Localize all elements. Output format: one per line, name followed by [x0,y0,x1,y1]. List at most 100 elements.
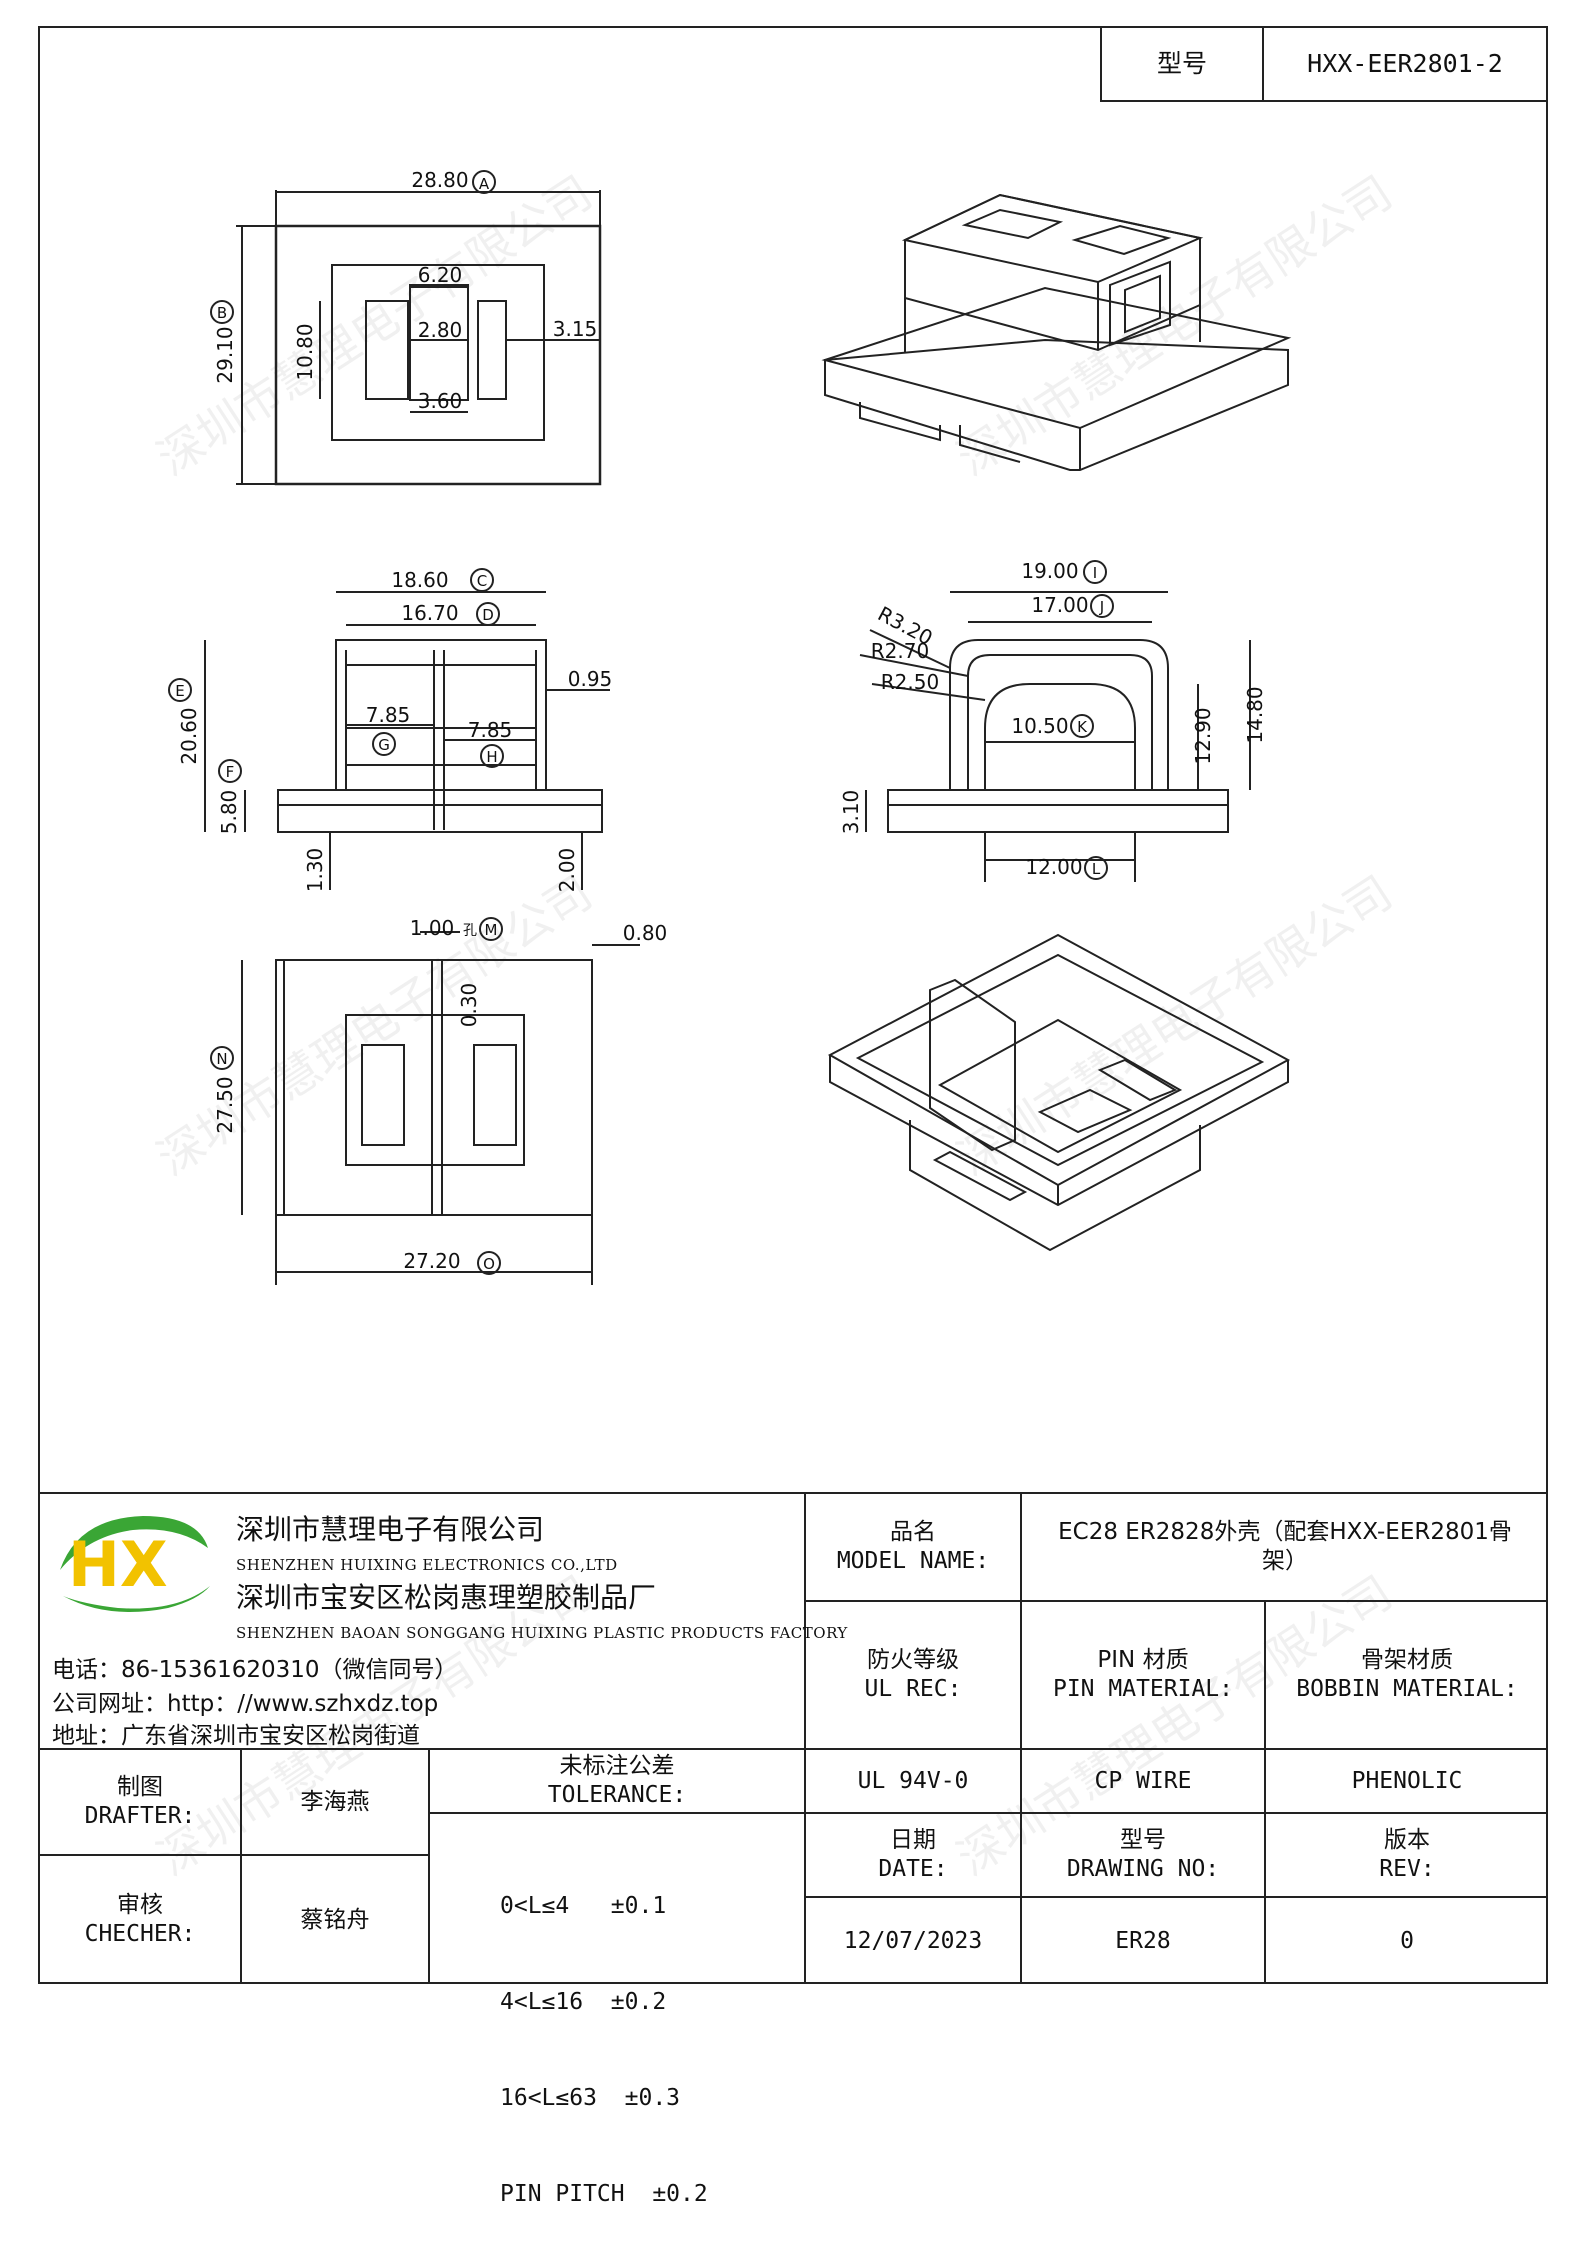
dim-080: 0.80 [623,921,668,945]
dim-inner-mid: 2.80 [418,318,463,342]
company-name-en: SHENZHEN HUIXING ELECTRONICS CO.,LTD [236,1556,618,1574]
dim-1290: 12.90 [1191,707,1215,764]
dim-h-label: H [486,748,497,766]
dim-030: 0.30 [457,983,481,1028]
pin-material-en: PIN MATERIAL: [1052,1676,1233,1702]
dim-circle-h [480,744,504,768]
dim-k-text: 10.50 [1011,714,1068,738]
dim-g-text: 7.85 [366,703,411,727]
dim-inner-bottom: 3.60 [418,389,463,413]
dim-k-label: K [1077,718,1088,736]
side-view [859,591,1251,882]
factory-name-cn: 深圳市宝安区松岗惠理塑胶制品厂 [236,1581,657,1614]
dim-h-text: 7.85 [468,718,513,742]
dim-n-text: 27.50 [213,1076,237,1133]
company-name-cn: 深圳市慧理电子有限公司 [236,1513,545,1546]
technical-drawings: 28.80 A 29.10 B 6.20 2.80 10.80 3.60 3.1… [168,168,1292,1285]
dim-circle-f [218,759,242,783]
dim-130: 1.30 [303,848,327,893]
pin-material-cn: PIN 材质 [1097,1647,1189,1674]
checker-label: 审核 CHECHER: [40,1856,240,1984]
tolerance-item: PIN PITCH ±0.2 [500,2181,708,2207]
dim-g-label: G [378,736,390,754]
dim-f-text: 5.80 [217,790,241,835]
ul-rec-label: 防火等级 UL REC: [806,1602,1020,1748]
tolerance-item: 0<L≤4 ±0.1 [500,1893,667,1919]
pin-material-label: PIN 材质 PIN MATERIAL: [1022,1602,1264,1748]
dim-c-text: 18.60 [391,568,448,592]
pin-material-value: CP WIRE [1094,1767,1192,1794]
dim-circle-k [1070,714,1094,738]
front-view [204,591,610,890]
top-view [236,190,602,486]
dim-o-label: O [483,1255,495,1273]
rev-label: 版本 REV: [1266,1814,1548,1896]
company-logo: HX [48,1508,218,1623]
dim-circle-d [476,602,500,626]
dim-circle-c [470,568,494,592]
dim-310: 3.10 [839,790,863,835]
dim-b-text: 29.10 [213,326,237,383]
dim-l-text: 12.00 [1025,855,1082,879]
dim-circle-a [472,170,496,194]
ul-rec-cn: 防火等级 [867,1647,959,1674]
tolerance-item: 4<L≤16 ±0.2 [500,1989,667,2015]
dim-f-label: F [226,763,235,781]
dim-right: 3.15 [553,317,598,341]
dim-circle-b [210,300,234,324]
dim-1480: 14.80 [1243,686,1267,743]
date-cn: 日期 [890,1827,936,1854]
tolerance-en: TOLERANCE: [547,1782,687,1808]
drawing-no-label: 型号 DRAWING NO: [1022,1814,1264,1896]
drafter-label: 制图 DRAFTER: [40,1750,240,1854]
dim-o-text: 27.20 [403,1249,460,1273]
drafter-en: DRAFTER: [84,1803,196,1829]
tolerance-label: 未标注公差 TOLERANCE: [430,1750,804,1812]
dim-circle-o [477,1251,501,1275]
website: 公司网址：http：//www.szhxdz.top [52,1691,439,1717]
dim-r2: R2.70 [871,639,929,663]
drawing-no-cn: 型号 [1120,1827,1166,1854]
dim-m-suffix: 孔 [463,923,477,939]
dim-j-text: 17.00 [1031,593,1088,617]
drawing-frame [38,26,1548,1984]
date-en: DATE: [878,1856,948,1882]
bobbin-material-en: BOBBIN MATERIAL: [1296,1676,1518,1702]
checker-en: CHECHER: [84,1921,196,1947]
dim-c-label: C [477,572,487,590]
dim-r3: R2.50 [881,670,939,694]
dim-n-label: N [216,1050,227,1068]
factory-name-en: SHENZHEN BAOAN SONGGANG HUIXING PLASTIC … [236,1624,848,1642]
dim-circle-e [168,678,192,702]
ul-rec-value: UL 94V-0 [857,1767,969,1794]
isometric-top-view [821,193,1292,471]
bottom-view [241,931,640,1285]
dim-m-label: M [485,921,498,939]
ul-rec-en: UL REC: [864,1676,962,1702]
dim-i-label: I [1093,564,1097,582]
model-name-value: EC28 ER2828外壳（配套HXX-EER2801骨架） [1058,1519,1512,1574]
model-name-label: 品名 MODEL NAME: [806,1494,1020,1600]
dim-095: 0.95 [568,667,613,691]
dim-a-label: A [479,175,490,193]
address: 地址：广东省深圳市宝安区松岗街道 [52,1723,420,1749]
dim-l-label: L [1092,860,1101,878]
dim-j-label: J [1099,598,1104,616]
checker-name: 蔡铭舟 [300,1906,370,1933]
drawing-no-value: ER28 [1115,1927,1171,1954]
rev-value: 0 [1400,1927,1414,1954]
dim-circle-l [1084,856,1108,880]
phone: 电话：86-15361620310（微信同号） [52,1657,458,1683]
dim-i-text: 19.00 [1021,559,1078,583]
rev-en: REV: [1379,1856,1435,1882]
dim-inner-left: 10.80 [293,323,317,380]
dim-inner-top: 6.20 [418,263,463,287]
dim-circle-n [210,1046,234,1070]
model-name-cn: 品名 [890,1519,936,1546]
bobbin-material-label: 骨架材质 BOBBIN MATERIAL: [1266,1602,1548,1748]
rev-cn: 版本 [1384,1827,1430,1854]
dim-circle-g [372,732,396,756]
tolerance-cn: 未标注公差 [559,1753,675,1780]
drafter-cn: 制图 [117,1774,163,1801]
model-label: 型号 [1156,49,1207,79]
